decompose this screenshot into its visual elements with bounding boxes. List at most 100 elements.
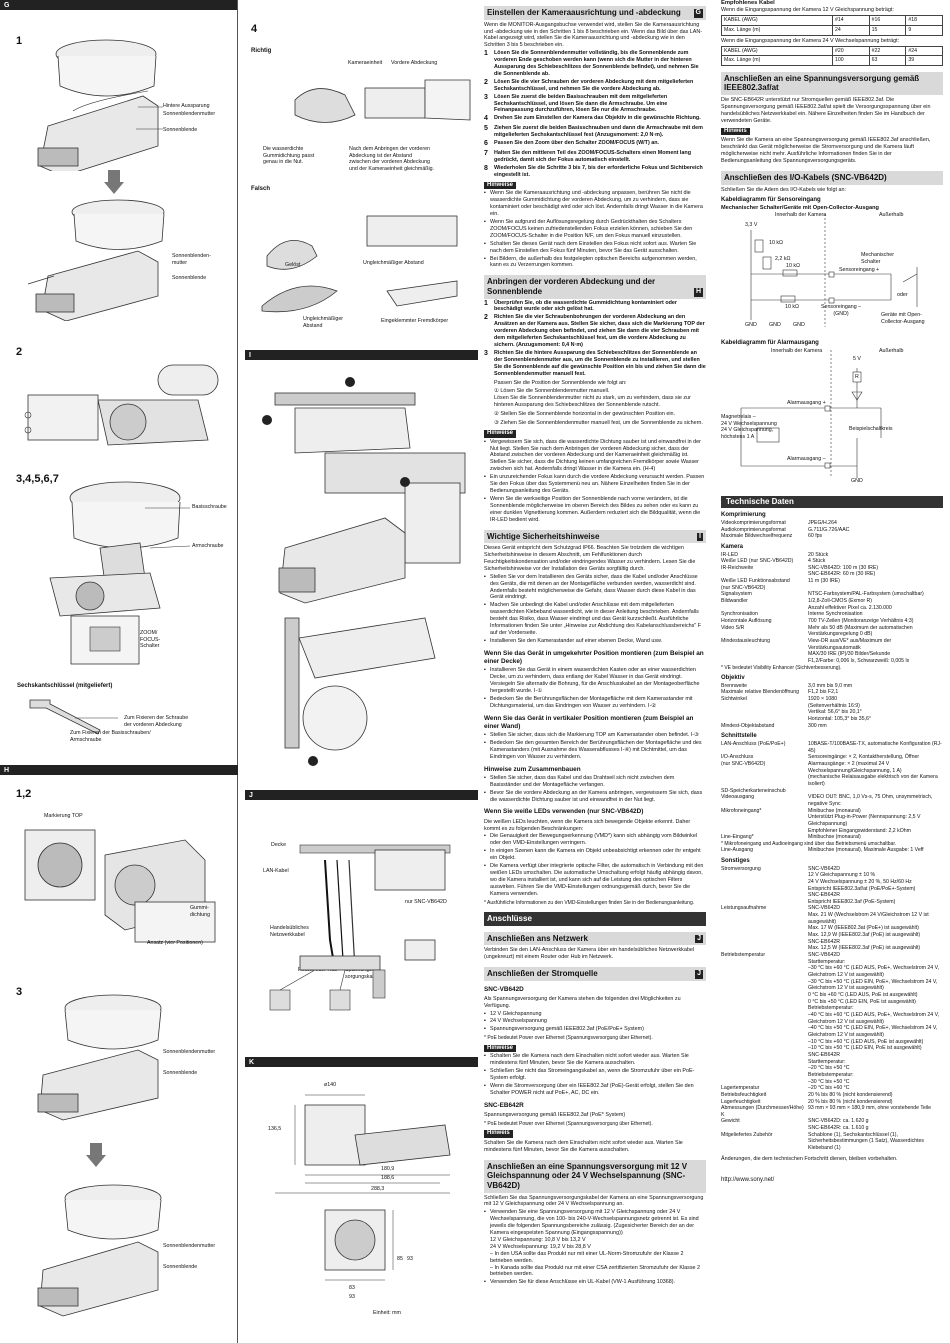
down-arrow-icon-2 [86,1143,106,1167]
eb642r-text: Spannungsversorgung gemäß IEEE802.3af (P… [484,1111,626,1118]
label-r: R [855,373,859,380]
spec-label: Videokomprimierungsformat [721,519,786,526]
label-sonnenblende-3: Sonnenblende [163,1070,198,1076]
netzwerk-text: Verbinden Sie den LAN-Anschluss der Kame… [484,947,695,961]
illustration-column-1: G 1 Hintere Aussparung Sonnenblendenmutt… [0,0,238,1343]
label-sonnenblendenmutter-3: Sonnenblendenmutter [163,1049,216,1055]
camera-illustration-2 [27,199,165,321]
table-row: KABEL (AWG)#20#22#24 [721,45,943,57]
spec-value: Minibuchse (monaural), Maximale Ausgabe:… [808,847,924,854]
section-i-header: I [245,350,478,360]
dim-188-6: 188,6 [381,1175,395,1181]
step-text: Richten Sie die hintere Aussparung des S… [494,349,706,377]
list-item: Stellen Sie sicher, dass das Kabel und d… [484,775,706,789]
label-fremdkoerper: Eingeklemmter Fremdkörper [381,318,449,324]
sensor-diagram-title: Kabeldiagramm für Sensoreingang [721,197,821,204]
spec-value: Interne Synchronisation [808,611,863,618]
steps-list-1: 1 Lösen Sie die Sonnenblendenmutter volls… [484,50,706,179]
spec-value: SNC-VB642D Max. 21 W (Wechselstrom 24 V/… [808,905,929,952]
spec-label: Video S/R [721,624,745,631]
hinweise-badge-1: Hinweise [484,181,517,190]
step-text: Lösen Sie die Sonnenblendenmutter vollst… [494,50,699,77]
spec-value: 20 % bis 80 % (nicht kondensierend) [808,1091,893,1098]
section-j-header: J [245,790,478,800]
ieee-hinweis: Wenn Sie die Kamera an eine Spannungsver… [721,137,931,165]
step-text: Halten Sie den mittleren Teil des ZOOM/F… [494,150,691,163]
spec-value: Mehr als 50 dB (Maximum der automatische… [808,624,913,638]
step-text: Wiederholen Sie die Schritte 3 bis 7, bi… [494,164,703,178]
label-netzwerkkabel: Handelsübliches Netzwerkkabel [270,925,309,938]
alarm-diagram-title: Kabeldiagramm für Alarmausgang [721,340,819,347]
dimensions-drawing [275,1094,451,1281]
alarm-wiring-diagram: Innerhalb der Kamera Außerhalb 5 V R Ala… [721,348,943,488]
zoom-focus-switch-detail [70,615,140,665]
spec-label: Betriebstemperatur [721,952,766,959]
spec-label: Mikrofoneingang* [721,807,762,814]
step-3-number: 3 [16,986,23,998]
label-magnetrelais: Magnetrelais – 24 V Wechselspannung 24 V… [721,413,777,440]
spec-value: 700 TV-Zeilen (Monitoranzeige Verhältnis… [808,618,914,625]
step-text: Ziehen Sie zuerst die beiden Basisschrau… [494,125,703,139]
label-richtig: Richtig [251,48,272,54]
spec-value: 20 % bis 80 % (nicht kondensierend) [808,1098,893,1105]
alarm-circuit [740,349,882,478]
label-anbringen-text: Nach dem Anbringen der vorderen Abdeckun… [349,146,435,172]
seal-wrong-illustration [261,215,458,313]
spec-value: JPEG/H.264 [808,519,837,526]
list-item: Bei Bildern, die außerhalb des festgeleg… [484,256,706,270]
step-text: Passen Sie den Zoom über den Schalter ZO… [494,140,660,147]
spec-value: VIDEO OUT: BNC, 1,0 Vs-s, 75 Ohm, unsymm… [808,794,933,807]
label-alarm-plus: Alarmausgang + [787,399,826,406]
subheading-zusammenbauen: Hinweise zum Zusammenbauen [484,765,581,773]
label-fixieren-1: Zum Fixieren der Schraube der vorderen A… [124,715,189,728]
label-sensor-plus: Sensoreingang + [839,267,880,274]
dim-288-3: 288,3 [371,1186,385,1192]
list-item: Bevor Sie die vordere Abdeckung an der K… [484,790,706,804]
spec-value: Schablone (1), Sechskantschlüssel (1), S… [808,1131,924,1152]
table-cell: Max. Länge (m) [721,24,833,36]
12v-24v-list: Verwenden Sie eine Spannungsversorgung m… [484,1209,706,1286]
kabel-12v-text: Wenn die Eingangsspannung der Kamera 12 … [721,7,894,14]
dim-93-horizontal: 93 [349,1294,355,1300]
step-text: Lösen Sie zuerst die beiden Basisschraub… [494,93,668,114]
camera-illustration-5 [37,994,162,1121]
spec-value: Minibuchse (monaural) Unterstützt Plug-i… [808,807,921,834]
spec-label: IR-LED [721,551,739,558]
mounting-illustration [262,377,466,766]
spec-label: Weiße LED Funktionsabstand (nur SNC-VB64… [721,578,790,591]
spec-value: 4 Stück [808,558,826,565]
hex-key-icon [29,699,118,735]
label-gnd-1: GND [745,322,757,329]
label-beispielschaltkreis: Beispielschaltkreis [849,425,893,432]
label-nur-snc: nur SNC-VB642D [405,899,447,905]
ieee-text: Die SNC-EB642R unterstützt nur Stromquel… [721,97,931,124]
list-item: 12 V Gleichspannung [484,1011,706,1018]
step-number: 4 [484,115,488,123]
label-innerhalb-1: Innerhalb der Kamera [775,212,827,219]
label-sonnenblendenmutter: Sonnenblendenmutter [163,111,216,117]
step-number: 1 [484,50,488,58]
table-cell: #16 [868,15,907,26]
step-2-number: 2 [16,346,23,358]
dim-180-9: 180,9 [381,1166,395,1172]
label-alarm-minus: Alarmausgang – [787,455,826,462]
spec-label: Leistungsaufnahme [721,905,767,912]
heading-anschluesse: Anschlüsse [484,911,706,926]
network-diagram [269,844,451,1011]
model-snc-vb642d: SNC-VB642D [484,985,524,993]
table-cell: #22 [868,45,907,57]
kabel-24v-text: Wenn die Eingangsspannung der Kamera 24 … [721,37,900,44]
label-open-collector: Geräte mit Open- Collector-Ausgang [881,312,925,325]
spec-value: 20 Stück [808,551,829,558]
spec-label: Lagertemperatur [721,1085,760,1092]
spec-value: NTSC-Farbsystem/PAL-Farbsystem (umschalt… [808,591,924,598]
list-item: 24 V Wechselspannung [484,1018,706,1025]
